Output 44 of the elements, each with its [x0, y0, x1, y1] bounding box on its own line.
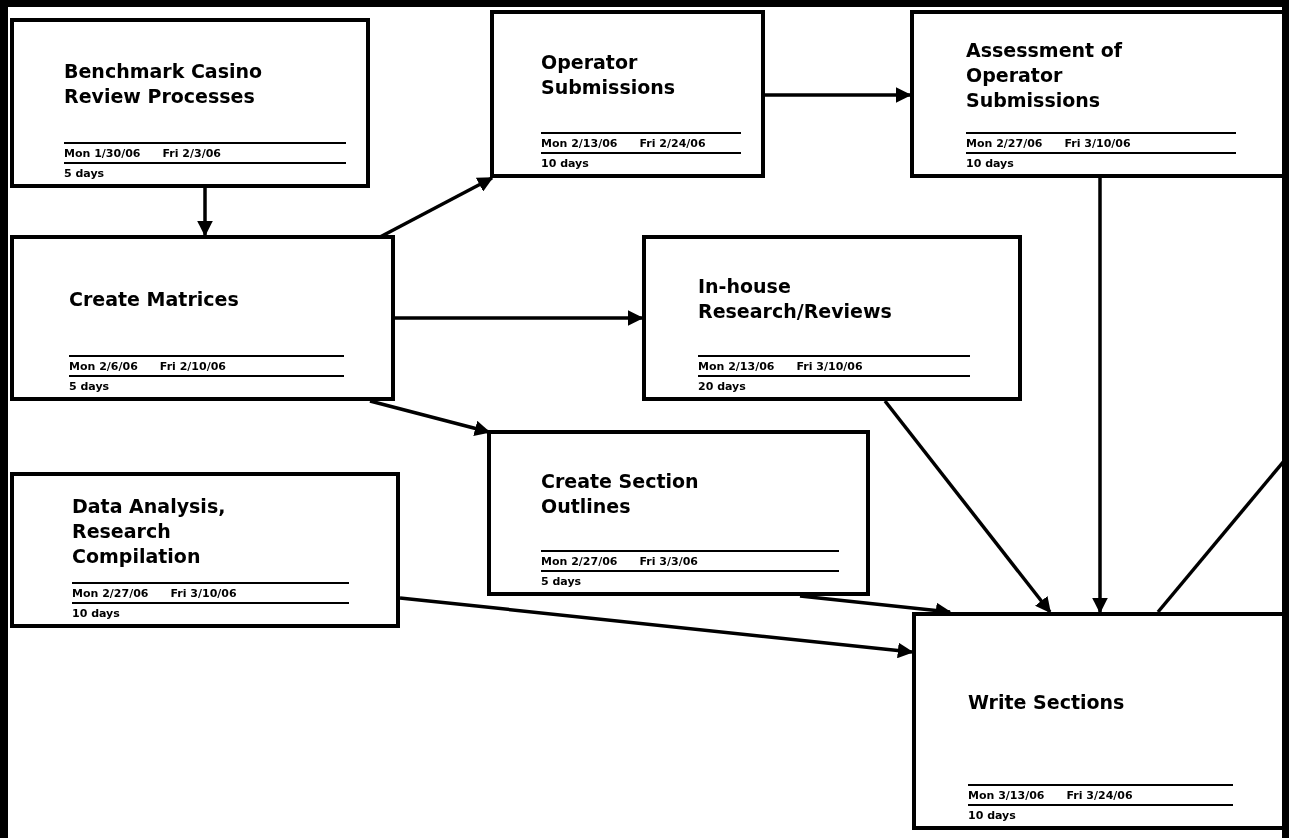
start-date: Mon 2/27/06	[541, 555, 618, 568]
task-box	[10, 472, 400, 628]
task-name: Benchmark Casino Review Processes	[64, 59, 264, 109]
task-box	[490, 10, 765, 178]
task-name: Operator Submissions	[541, 50, 677, 100]
task-name: Assessment of Operator Submissions	[966, 37, 1124, 113]
arrow	[399, 596, 914, 659]
arrow	[1092, 178, 1108, 614]
start-date: Mon 1/30/06	[64, 147, 141, 160]
task-box	[10, 235, 395, 401]
start-date: Mon 2/13/06	[698, 360, 775, 373]
task-name: Create Section Outlines	[541, 469, 700, 519]
duration: 10 days	[72, 606, 121, 622]
finish-date: Fri 3/10/06	[170, 587, 237, 600]
finish-date: Fri 2/10/06	[159, 360, 226, 373]
arrow	[765, 87, 912, 103]
arrow	[883, 399, 1052, 614]
finish-date: Fri 3/10/06	[1064, 137, 1131, 150]
duration: 5 days	[69, 379, 111, 395]
task-name: In-house Research/Reviews	[698, 274, 893, 324]
task-name: Data Analysis, Research Compilation	[72, 493, 227, 569]
finish-date: Fri 3/3/06	[639, 555, 698, 568]
duration: 5 days	[64, 166, 106, 182]
task-name: Write Sections	[968, 689, 1125, 715]
task-name: Create Matrices	[69, 286, 239, 312]
duration: 10 days	[968, 808, 1017, 824]
finish-date: Fri 3/24/06	[1066, 789, 1133, 802]
duration: 10 days	[966, 156, 1015, 172]
start-date: Mon 2/13/06	[541, 137, 618, 150]
arrow	[395, 310, 644, 326]
duration: 10 days	[541, 156, 590, 172]
arrow	[197, 188, 213, 237]
finish-date: Fri 3/10/06	[796, 360, 863, 373]
start-date: Mon 3/13/06	[968, 789, 1045, 802]
finish-date: Fri 2/3/06	[162, 147, 221, 160]
start-date: Mon 2/6/06	[69, 360, 138, 373]
finish-date: Fri 2/24/06	[639, 137, 706, 150]
task-box	[487, 430, 870, 596]
start-date: Mon 2/27/06	[72, 587, 149, 600]
start-date: Mon 2/27/06	[966, 137, 1043, 150]
task-box	[642, 235, 1022, 401]
duration: 5 days	[541, 574, 583, 590]
task-box	[10, 18, 370, 188]
duration: 20 days	[698, 379, 747, 395]
